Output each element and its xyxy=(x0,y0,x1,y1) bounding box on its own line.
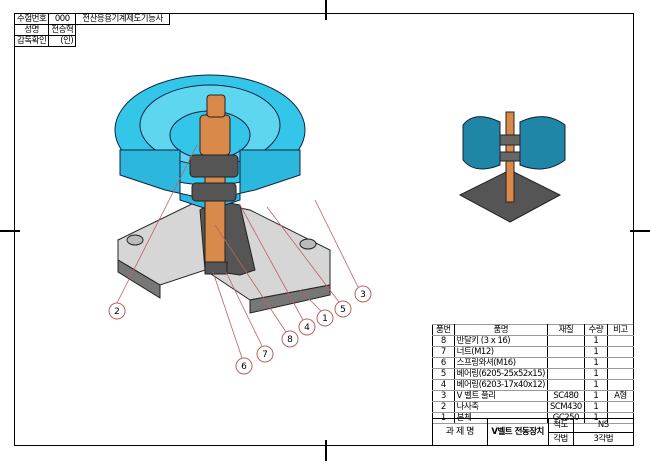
part-note xyxy=(606,379,635,391)
part-material xyxy=(546,346,585,358)
part-no: 2 xyxy=(432,401,455,413)
nut xyxy=(204,261,228,275)
part-note xyxy=(606,368,635,380)
exam-title: 전산응용기계제도기능사 xyxy=(75,13,170,25)
header-note: 비고 xyxy=(606,324,635,336)
balloon-label: 2 xyxy=(114,307,120,317)
small-isometric-view xyxy=(458,111,566,223)
header-name: 품명 xyxy=(453,324,548,336)
base-side xyxy=(117,259,161,299)
part-name: 나사축 xyxy=(453,401,548,413)
part-material: SCM430 xyxy=(546,401,585,413)
bearing-5 xyxy=(189,154,239,178)
part-no: 6 xyxy=(432,357,455,369)
part-qty: 1 xyxy=(583,390,608,402)
projection-label: 각법 xyxy=(547,431,574,446)
part-material xyxy=(546,357,585,369)
balloon-label: 5 xyxy=(340,305,346,315)
part-name: 베어링(6205-25x52x15) xyxy=(453,368,548,380)
small-pulley-left xyxy=(462,116,501,170)
part-qty: 1 xyxy=(583,357,608,369)
part-no: 5 xyxy=(432,368,455,380)
balloon-label: 1 xyxy=(322,314,328,324)
center-mark-top xyxy=(325,0,327,20)
part-no: 4 xyxy=(432,379,455,391)
part-material xyxy=(546,368,585,380)
center-mark-left xyxy=(0,230,20,232)
part-qty: 1 xyxy=(583,346,608,358)
balloon-label: 3 xyxy=(360,290,366,300)
header-no: 품번 xyxy=(432,324,455,336)
part-note xyxy=(606,346,635,358)
scale-value: NS xyxy=(572,418,635,433)
header-qty: 수량 xyxy=(583,324,608,336)
part-material xyxy=(546,379,585,391)
pulley-section xyxy=(119,149,301,211)
part-note xyxy=(606,335,635,347)
part-material xyxy=(546,335,585,347)
projection-value: 3각법 xyxy=(572,431,635,446)
part-note xyxy=(606,401,635,413)
balloon-label: 7 xyxy=(262,350,268,360)
header-material: 재질 xyxy=(546,324,585,336)
part-name: 반달키 (3 x 16) xyxy=(453,335,548,347)
small-bearing xyxy=(499,134,521,146)
main-isometric-view xyxy=(114,74,331,314)
part-name: 베어링(6203-17x40x12) xyxy=(453,379,548,391)
part-name: 스프링와셔(M16) xyxy=(453,357,548,369)
seal: (인) xyxy=(48,35,77,47)
part-no: 7 xyxy=(432,346,455,358)
balloon-label: 4 xyxy=(304,323,310,333)
shaft-head xyxy=(199,114,231,156)
leaders xyxy=(116,144,359,359)
title-block: 과 제 명 V벨트 전동장치 척도 NS 각법 3각법 xyxy=(432,418,635,446)
mount-hole-right xyxy=(299,238,317,250)
center-mark-right xyxy=(630,230,650,232)
base-side-right xyxy=(249,284,331,314)
scale-label: 척도 xyxy=(547,418,574,433)
project-label: 과 제 명 xyxy=(432,418,488,446)
center-mark-bottom xyxy=(325,440,327,461)
mount-hole-left xyxy=(126,234,144,246)
supervisor-label: 감독확인 xyxy=(13,35,50,47)
project-name: V벨트 전동장치 xyxy=(486,418,549,446)
shaft-thread xyxy=(206,94,226,118)
part-note xyxy=(606,357,635,369)
small-pulley-right xyxy=(519,116,566,170)
balloons: 2 3 5 1 4 8 7 6 xyxy=(108,285,372,375)
part-name: 너트(M12) xyxy=(453,346,548,358)
balloon-label: 8 xyxy=(287,335,293,345)
part-no: 8 xyxy=(432,335,455,347)
part-no: 3 xyxy=(432,390,455,402)
part-material: SC480 xyxy=(546,390,585,402)
parts-header: 품번 품명 재질 수량 비고 xyxy=(432,324,635,336)
part-qty: 1 xyxy=(583,368,608,380)
part-name: V 벨트 풀리 xyxy=(453,390,548,402)
balloon-label: 6 xyxy=(241,362,247,372)
part-qty: 1 xyxy=(583,401,608,413)
part-qty: 1 xyxy=(583,379,608,391)
drawing-frame xyxy=(14,13,634,446)
bearing-4 xyxy=(191,182,237,202)
part-note: A형 xyxy=(606,390,635,402)
part-qty: 1 xyxy=(583,335,608,347)
small-bearing-2 xyxy=(499,151,521,162)
